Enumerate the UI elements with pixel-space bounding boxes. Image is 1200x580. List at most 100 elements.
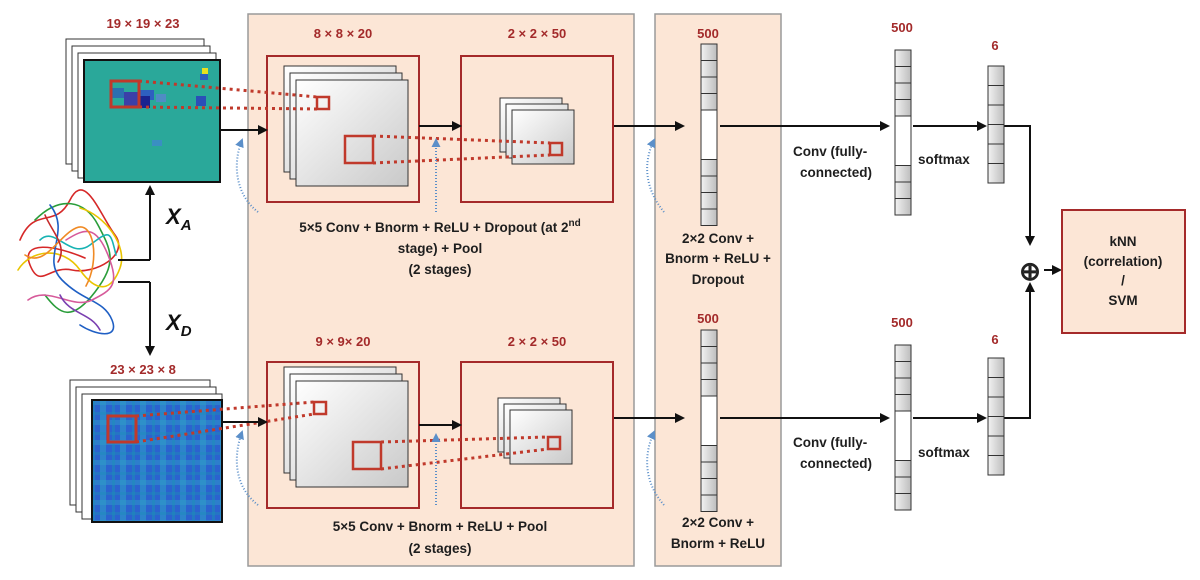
- neuron-cell: [700, 494, 718, 512]
- classifier-line-1: kNN: [1109, 234, 1136, 249]
- neuron-cell: [894, 361, 912, 379]
- branch-a-conv-caption-line1: 5×5 Conv + Bnorm + ReLU + Dropout (at 2n…: [299, 218, 581, 235]
- branch-d-softmax-vector: [987, 357, 1005, 476]
- neuron-cell: [894, 493, 912, 511]
- branch-d-conv-dims: 9 × 9× 20: [316, 334, 371, 349]
- neuron-cell: [987, 143, 1005, 164]
- branch-d-conv-fc-label-2: connected): [800, 456, 872, 471]
- protein-structure-image: [17, 189, 123, 335]
- branch-a-conv-fc-label-2: connected): [800, 165, 872, 180]
- branch-a-dotted-links: [138, 79, 551, 165]
- branch-d-out-size: 500: [891, 315, 913, 330]
- input-d-stack: [69, 379, 223, 523]
- branch-a-conv-caption-line3: (2 stages): [408, 262, 471, 277]
- input-d-dims: 23 × 23 × 8: [110, 362, 176, 377]
- neuron-cell: [894, 377, 912, 395]
- input-a-dims: 19 × 19 × 23: [106, 16, 179, 31]
- branch-a-softmax-size: 6: [991, 38, 998, 53]
- branch-a-out-size: 500: [891, 20, 913, 35]
- neuron-cell: [700, 60, 718, 78]
- neuron-cell: [700, 445, 718, 463]
- receptive-field-a: [109, 79, 141, 109]
- neuron-cell: [700, 93, 718, 111]
- neuron-cell: [700, 346, 718, 364]
- neuron-cell: [894, 394, 912, 412]
- branch-a-fc-caption-3: Dropout: [692, 272, 745, 287]
- branch-a-conv-stack: [283, 65, 409, 187]
- branch-d-conv-fc-label-1: Conv (fully-: [793, 435, 867, 450]
- neuron-cell: [894, 66, 912, 84]
- neuron-cell: [987, 455, 1005, 476]
- classifier-line-2: (correlation): [1084, 254, 1163, 269]
- neuron-cell: [987, 435, 1005, 456]
- neuron-cell: [894, 181, 912, 199]
- branch-d-softmax-label: softmax: [918, 445, 970, 460]
- input-d-symbol: XD: [164, 310, 192, 340]
- branch-d-fc-size: 500: [697, 311, 719, 326]
- branch-d-conv-caption-line2: (2 stages): [408, 541, 471, 556]
- neuron-cell: [894, 344, 912, 362]
- fusion-operator: ⊕: [1019, 256, 1041, 286]
- neuron-cell: [987, 357, 1005, 378]
- branch-d-fc-caption-2: Bnorm + ReLU: [671, 536, 765, 551]
- neuron-cell: [700, 192, 718, 210]
- branch-d-pool-dims: 2 × 2 × 50: [508, 334, 567, 349]
- branch-a-conv-small-field: [315, 95, 331, 111]
- classifier-line-4: SVM: [1108, 293, 1137, 308]
- feature-map-a: [83, 59, 221, 183]
- branch-a-fc-vector: [700, 43, 718, 226]
- neuron-cell: [700, 208, 718, 226]
- neuron-cell: [894, 198, 912, 216]
- branch-d-softmax-size: 6: [991, 332, 998, 347]
- branch-d-pool-field: [546, 435, 562, 451]
- receptive-field-d: [106, 414, 138, 444]
- branch-a-conv-fc-label-1: Conv (fully-: [793, 144, 867, 159]
- input-a-stack: [65, 38, 221, 183]
- branch-d-conv-stack: [283, 366, 409, 488]
- branch-d-fc-caption-1: 2×2 Conv +: [682, 515, 754, 530]
- neuron-vectors: [700, 43, 1005, 512]
- classifier-line-3: /: [1121, 273, 1125, 288]
- neuron-cell: [987, 65, 1005, 86]
- stage-pointer-arrows: [235, 138, 665, 506]
- neuron-cell: [987, 377, 1005, 398]
- feature-map-d: [91, 399, 223, 523]
- fc-panel: [654, 13, 782, 567]
- branch-a-fc-caption-2: Bnorm + ReLU +: [665, 251, 771, 266]
- neuron-cell: [894, 49, 912, 67]
- neuron-cell: [894, 460, 912, 478]
- neuron-cell: [700, 395, 718, 446]
- classifier-box: [1061, 209, 1186, 334]
- neuron-cell: [894, 476, 912, 494]
- neuron-cell: [987, 104, 1005, 125]
- branch-a-conv-dims: 8 × 8 × 20: [314, 26, 373, 41]
- flow-arrows: [220, 121, 1062, 430]
- neuron-cell: [700, 478, 718, 496]
- branch-a-out-vector: [894, 49, 912, 216]
- branch-a-fc-caption-1: 2×2 Conv +: [682, 231, 754, 246]
- neuron-cell: [700, 159, 718, 177]
- branch-a-pool-dims: 2 × 2 × 50: [508, 26, 567, 41]
- branch-d-pool-box: [460, 361, 614, 509]
- branch-d-conv-caption-line1: 5×5 Conv + Bnorm + ReLU + Pool: [333, 519, 548, 534]
- neuron-cell: [700, 175, 718, 193]
- neuron-cell: [700, 109, 718, 160]
- branch-a-conv-large-field: [343, 134, 375, 165]
- branch-d-out-vector: [894, 344, 912, 511]
- branch-a-softmax-label: softmax: [918, 152, 970, 167]
- neuron-cell: [700, 43, 718, 61]
- neuron-cell: [700, 76, 718, 94]
- neuron-cell: [987, 85, 1005, 106]
- neuron-cell: [894, 115, 912, 166]
- neuron-cell: [894, 410, 912, 461]
- branch-d-conv-small-field: [312, 400, 328, 416]
- input-a-symbol: XA: [164, 204, 192, 234]
- branch-d-conv-large-field: [351, 440, 383, 471]
- branch-d-dotted-links: [135, 400, 549, 471]
- neuron-cell: [987, 416, 1005, 437]
- neuron-cell: [700, 461, 718, 479]
- neuron-cell: [894, 99, 912, 117]
- branch-d-fc-vector: [700, 329, 718, 512]
- neuron-cell: [987, 396, 1005, 417]
